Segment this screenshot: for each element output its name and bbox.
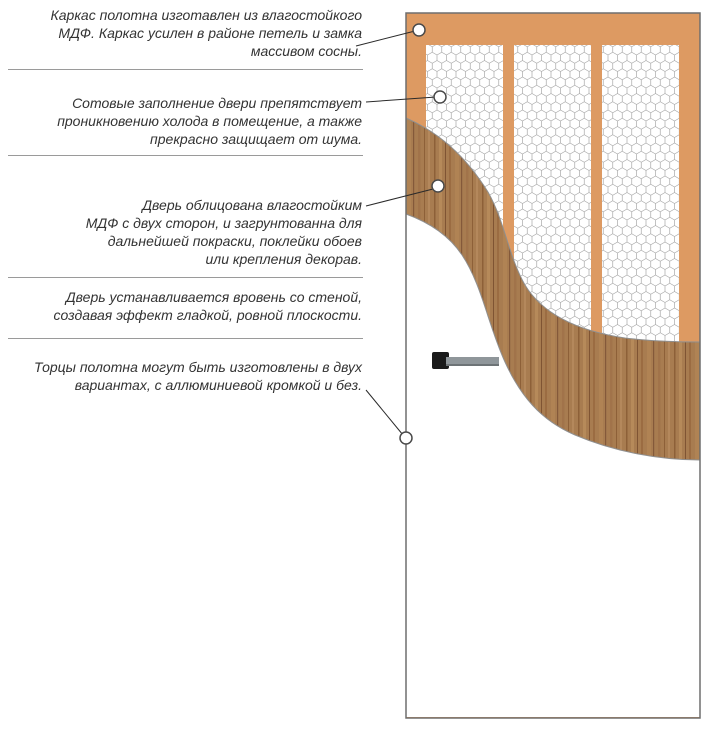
honeycomb-panel-pattern	[602, 45, 679, 345]
annotation-honeycomb: Сотовые заполнение двери препятствует пр…	[57, 95, 362, 147]
leader-line-edges	[365, 389, 404, 436]
divider	[8, 277, 363, 278]
divider	[8, 69, 363, 70]
divider	[8, 155, 363, 156]
marker-circle-edges	[399, 431, 413, 445]
annotation-edges: Торцы полотна могут быть изготовлены в д…	[33, 359, 362, 393]
leader-lines	[355, 30, 437, 436]
door-surface-layer	[406, 214, 700, 717]
handle-bar	[446, 357, 499, 366]
marker-circle-frame	[412, 23, 426, 37]
door-outline	[405, 12, 701, 719]
handle-bar-shadow	[446, 364, 499, 366]
annotation-frame: Каркас полотна изготавлен из влагостойко…	[50, 7, 363, 59]
divider	[8, 338, 363, 339]
annotation-flush: Дверь устанавливается вровень со стеной,…	[53, 289, 363, 323]
handle-mount	[432, 352, 449, 369]
leader-line-veneer	[365, 188, 434, 207]
leader-line-frame	[355, 30, 416, 47]
annotation-veneer: Дверь облицована влагостойким МДФ с двух…	[85, 197, 362, 267]
marker-circles	[399, 23, 447, 445]
marker-circle-veneer	[431, 179, 445, 193]
leader-line-honeycomb	[365, 96, 437, 103]
marker-circle-honeycomb	[433, 90, 447, 104]
door-handle	[432, 352, 499, 369]
